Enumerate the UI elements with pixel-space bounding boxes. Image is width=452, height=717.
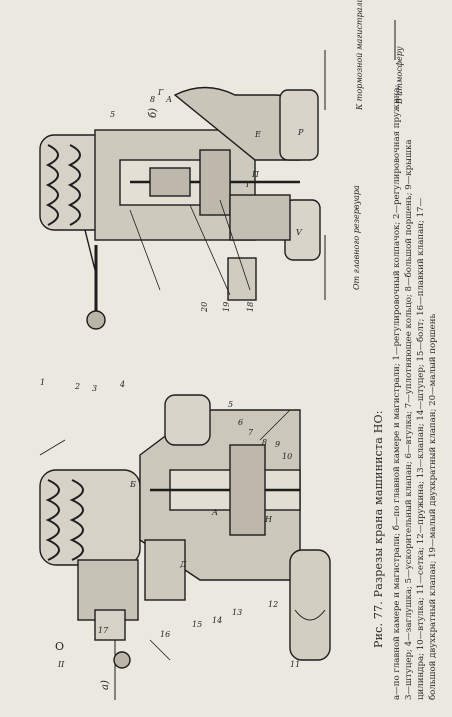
part-number: V (296, 228, 302, 237)
part-number: А (212, 508, 219, 517)
part-number: 11 (290, 660, 301, 669)
part-number: Е (255, 130, 261, 139)
part-number: 8 (150, 95, 156, 104)
part-number: 19 (222, 301, 231, 312)
part-number: А (166, 95, 173, 104)
part-number: О (55, 640, 65, 653)
part-number: 17 (98, 626, 109, 635)
part-number: 14 (212, 616, 223, 625)
label-from-main-reservoir: От главного резервуара (352, 185, 361, 290)
part-number: Б (130, 480, 136, 489)
part-number: 5 (228, 400, 234, 409)
view-label-a: а) (100, 680, 111, 690)
part-number: 3 (92, 384, 98, 393)
part-number: 18 (246, 301, 255, 312)
part-number: P (298, 128, 304, 137)
drawing-b-crane-section (39, 20, 396, 330)
part-number: 13 (232, 608, 243, 617)
part-number: 6 (238, 418, 244, 427)
part-number: 12 (268, 600, 279, 609)
part-number: Н (265, 515, 272, 524)
drawing-a-crane-section (39, 394, 331, 700)
part-number: 15 (192, 620, 203, 629)
part-number: 16 (160, 630, 171, 639)
part-number: 2 (75, 382, 81, 391)
part-number: 1 (40, 378, 46, 387)
view-label-b: б) (148, 107, 159, 118)
part-number: П (252, 170, 259, 179)
part-number: 9 (275, 440, 281, 449)
part-number: 7 (248, 428, 254, 437)
part-number: Д (180, 560, 187, 569)
part-number: 8 (262, 438, 268, 447)
label-to-brake-line: К тормозной магистрали (355, 0, 364, 110)
part-number: II (58, 660, 65, 669)
part-number: 4 (120, 380, 126, 389)
part-number: Г (158, 88, 164, 97)
label-to-atmosphere: В атмосферу (395, 46, 404, 104)
part-number: 5 (110, 110, 116, 119)
part-number: 20 (200, 301, 209, 312)
part-number: 10 (282, 452, 293, 461)
part-number: I (246, 180, 250, 189)
